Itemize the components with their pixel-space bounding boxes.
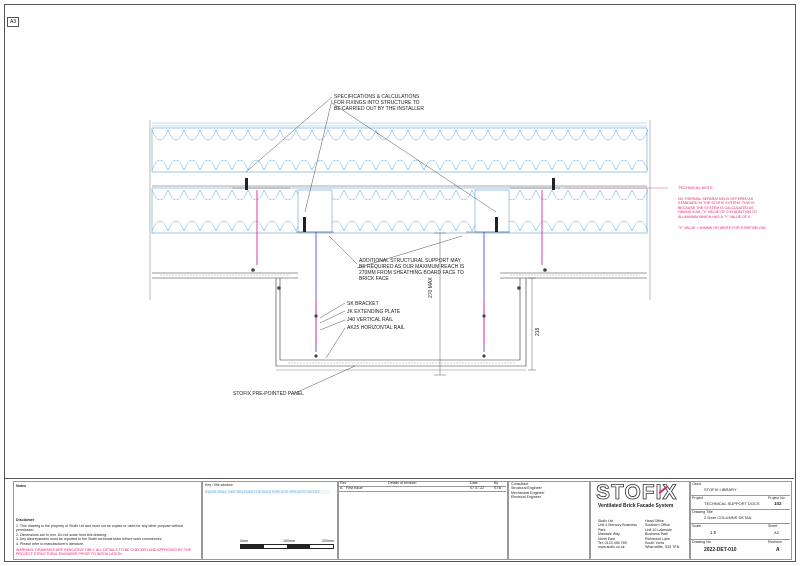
scale-value: 1:5 — [710, 530, 717, 535]
disclaimer-line: 3. Any discrepancies must be reported to… — [16, 537, 163, 542]
drawing-title-row: Drawing Title 2.5mm COLUMNS DETAIL — [690, 509, 790, 524]
notes-title: Notes — [16, 484, 26, 488]
insulation-band-upper — [151, 122, 649, 173]
bracket-base-lines — [232, 187, 560, 233]
callout-prepointed-panel: STOFIX PRE-POINTED PANEL — [233, 391, 304, 397]
title-block — [4, 478, 794, 561]
address-left: Stofix Ltd Unit 4 Mercury Business Park … — [598, 519, 637, 550]
disclaimer-line: 4. Please refer to manufacturer's litera… — [16, 541, 85, 546]
project-no-value: 102 — [774, 501, 782, 506]
rev-letter: A — [340, 486, 343, 490]
project-label: Project — [692, 496, 704, 500]
disclaimer-title: Disclaimer — [16, 518, 35, 522]
disclaimer-line: 1. This drawing is the property of Stofi… — [16, 524, 183, 533]
warning-text: WARNING: DRAWINGS ARE INDICATIVE ONLY. A… — [16, 548, 192, 557]
consultant-item: Consultant — [511, 482, 529, 486]
sheet-size-tag: A3 — [7, 17, 20, 27]
callout-jk-extending-plate: JK EXTENDING PLATE — [347, 309, 401, 315]
rev-details-col: Details of revision — [388, 481, 417, 485]
notes-panel — [13, 481, 202, 560]
fixings — [245, 178, 555, 232]
consultant-item: Electrical Engineer — [511, 495, 541, 500]
callout-specifications: SPECIFICATIONS & CALCULATIONS FOR FIXING… — [334, 94, 424, 112]
consultant-item: Structural Engineer — [511, 486, 542, 491]
project-value: TECHNICAL SUPPORT DOCS — [704, 501, 760, 506]
consultants-panel — [508, 481, 590, 560]
dimension-270-max: 270 MAX — [428, 277, 434, 298]
insulation-band-lower — [151, 185, 649, 234]
project-no-label: Project No — [768, 496, 785, 500]
key-plan-title: Key / title window — [205, 483, 233, 487]
drawing-no-label: Drawing No — [692, 540, 711, 544]
drawing-no-row: Drawing No 2022-DET-010 Revision A — [690, 539, 790, 558]
drawing-info-panel — [690, 481, 792, 560]
revision-value: A — [776, 547, 780, 553]
rev-col: Rev — [340, 481, 347, 485]
callout-structural-support: ADDITIONAL STRUCTURAL SUPPORT MAY BE REQ… — [359, 258, 465, 282]
rev-by: STB — [494, 486, 501, 490]
drawing-title-label: Drawing Title — [692, 510, 713, 514]
revision-row: A First Issue 07.07.22 STB — [338, 486, 506, 492]
company-tagline: Ventilated Brick Facade System — [598, 503, 674, 509]
project-row: Project TECHNICAL SUPPORT DOCS Project N… — [690, 495, 790, 510]
company-panel — [590, 481, 690, 560]
drawing-info-grid: Client STOFIX LIBRARY Project TECHNICAL … — [690, 481, 790, 558]
technical-note-title: TECHNICAL NOTE — [678, 185, 713, 190]
dimension-218: 218 — [535, 327, 541, 336]
callout-horizontal-rail: AK25 HORIZONTAL RAIL — [347, 325, 405, 331]
client-row: Client STOFIX LIBRARY — [690, 481, 790, 496]
client-label: Client — [692, 482, 702, 486]
rev-date-col: Date — [470, 481, 478, 485]
scale-bar — [240, 544, 334, 549]
rev-by-col: By — [494, 481, 499, 485]
brick-panel-outline — [152, 272, 647, 371]
rev-date: 07.07.22 — [470, 486, 484, 490]
revision-header: Rev Details of revision Date By — [338, 481, 506, 487]
scale-label: Scale — [692, 524, 701, 528]
revision-label: Revision — [768, 540, 782, 544]
consultants-list: Consultant Structural Engineer Mechanica… — [511, 482, 545, 500]
drawing-no-value: 2022-DET-010 — [704, 547, 737, 553]
disclaimer-line: 2. Dimensions are in mm. Do not scale fr… — [16, 532, 108, 537]
technical-note-footer: "X" VALUE = W/mmK or WRITE FOR STRIP BEL… — [678, 226, 766, 230]
stofix-logo: STOFIX — [596, 481, 678, 505]
scale-bar-label-100: 100mm — [283, 539, 295, 543]
revision-table — [338, 481, 508, 560]
technical-note-body: NO THERMAL SEPARATION IS OFFERED AS STAN… — [678, 197, 757, 219]
callout-sk-bracket: SK BRACKET — [347, 301, 379, 307]
client-value: STOFIX LIBRARY — [704, 487, 737, 492]
rev-details: First Issue — [346, 486, 363, 490]
sheet-value: A3 — [774, 530, 779, 535]
dimension-lines — [434, 232, 536, 376]
sheet-label: Sheet — [768, 524, 778, 528]
brackets — [256, 190, 543, 345]
scale-bar-label-200: 200mm — [322, 539, 334, 543]
address-right: Head Office Southern Office Unit 10 Lake… — [645, 519, 680, 550]
scale-bar-label-0: 0mm — [240, 539, 248, 543]
key-plan-note: GUIDE ONLY. SEE RELEVANT DETAILS FOR SIT… — [205, 490, 330, 495]
callout-vertical-rail: J40 VERTICAL RAIL — [347, 317, 394, 323]
rail-clips — [251, 268, 547, 358]
drawing-title-value: 2.5mm COLUMNS DETAIL — [704, 515, 753, 520]
consultant-item: Mechanical Engineer — [511, 490, 545, 495]
scale-row: Scale 1:5 Sheet A3 — [690, 523, 790, 540]
key-plan-panel — [202, 481, 338, 560]
drawing-sheet-border — [4, 4, 796, 562]
disclaimer-list: 1. This drawing is the property of Stofi… — [16, 524, 198, 557]
leader-lines — [245, 96, 497, 395]
